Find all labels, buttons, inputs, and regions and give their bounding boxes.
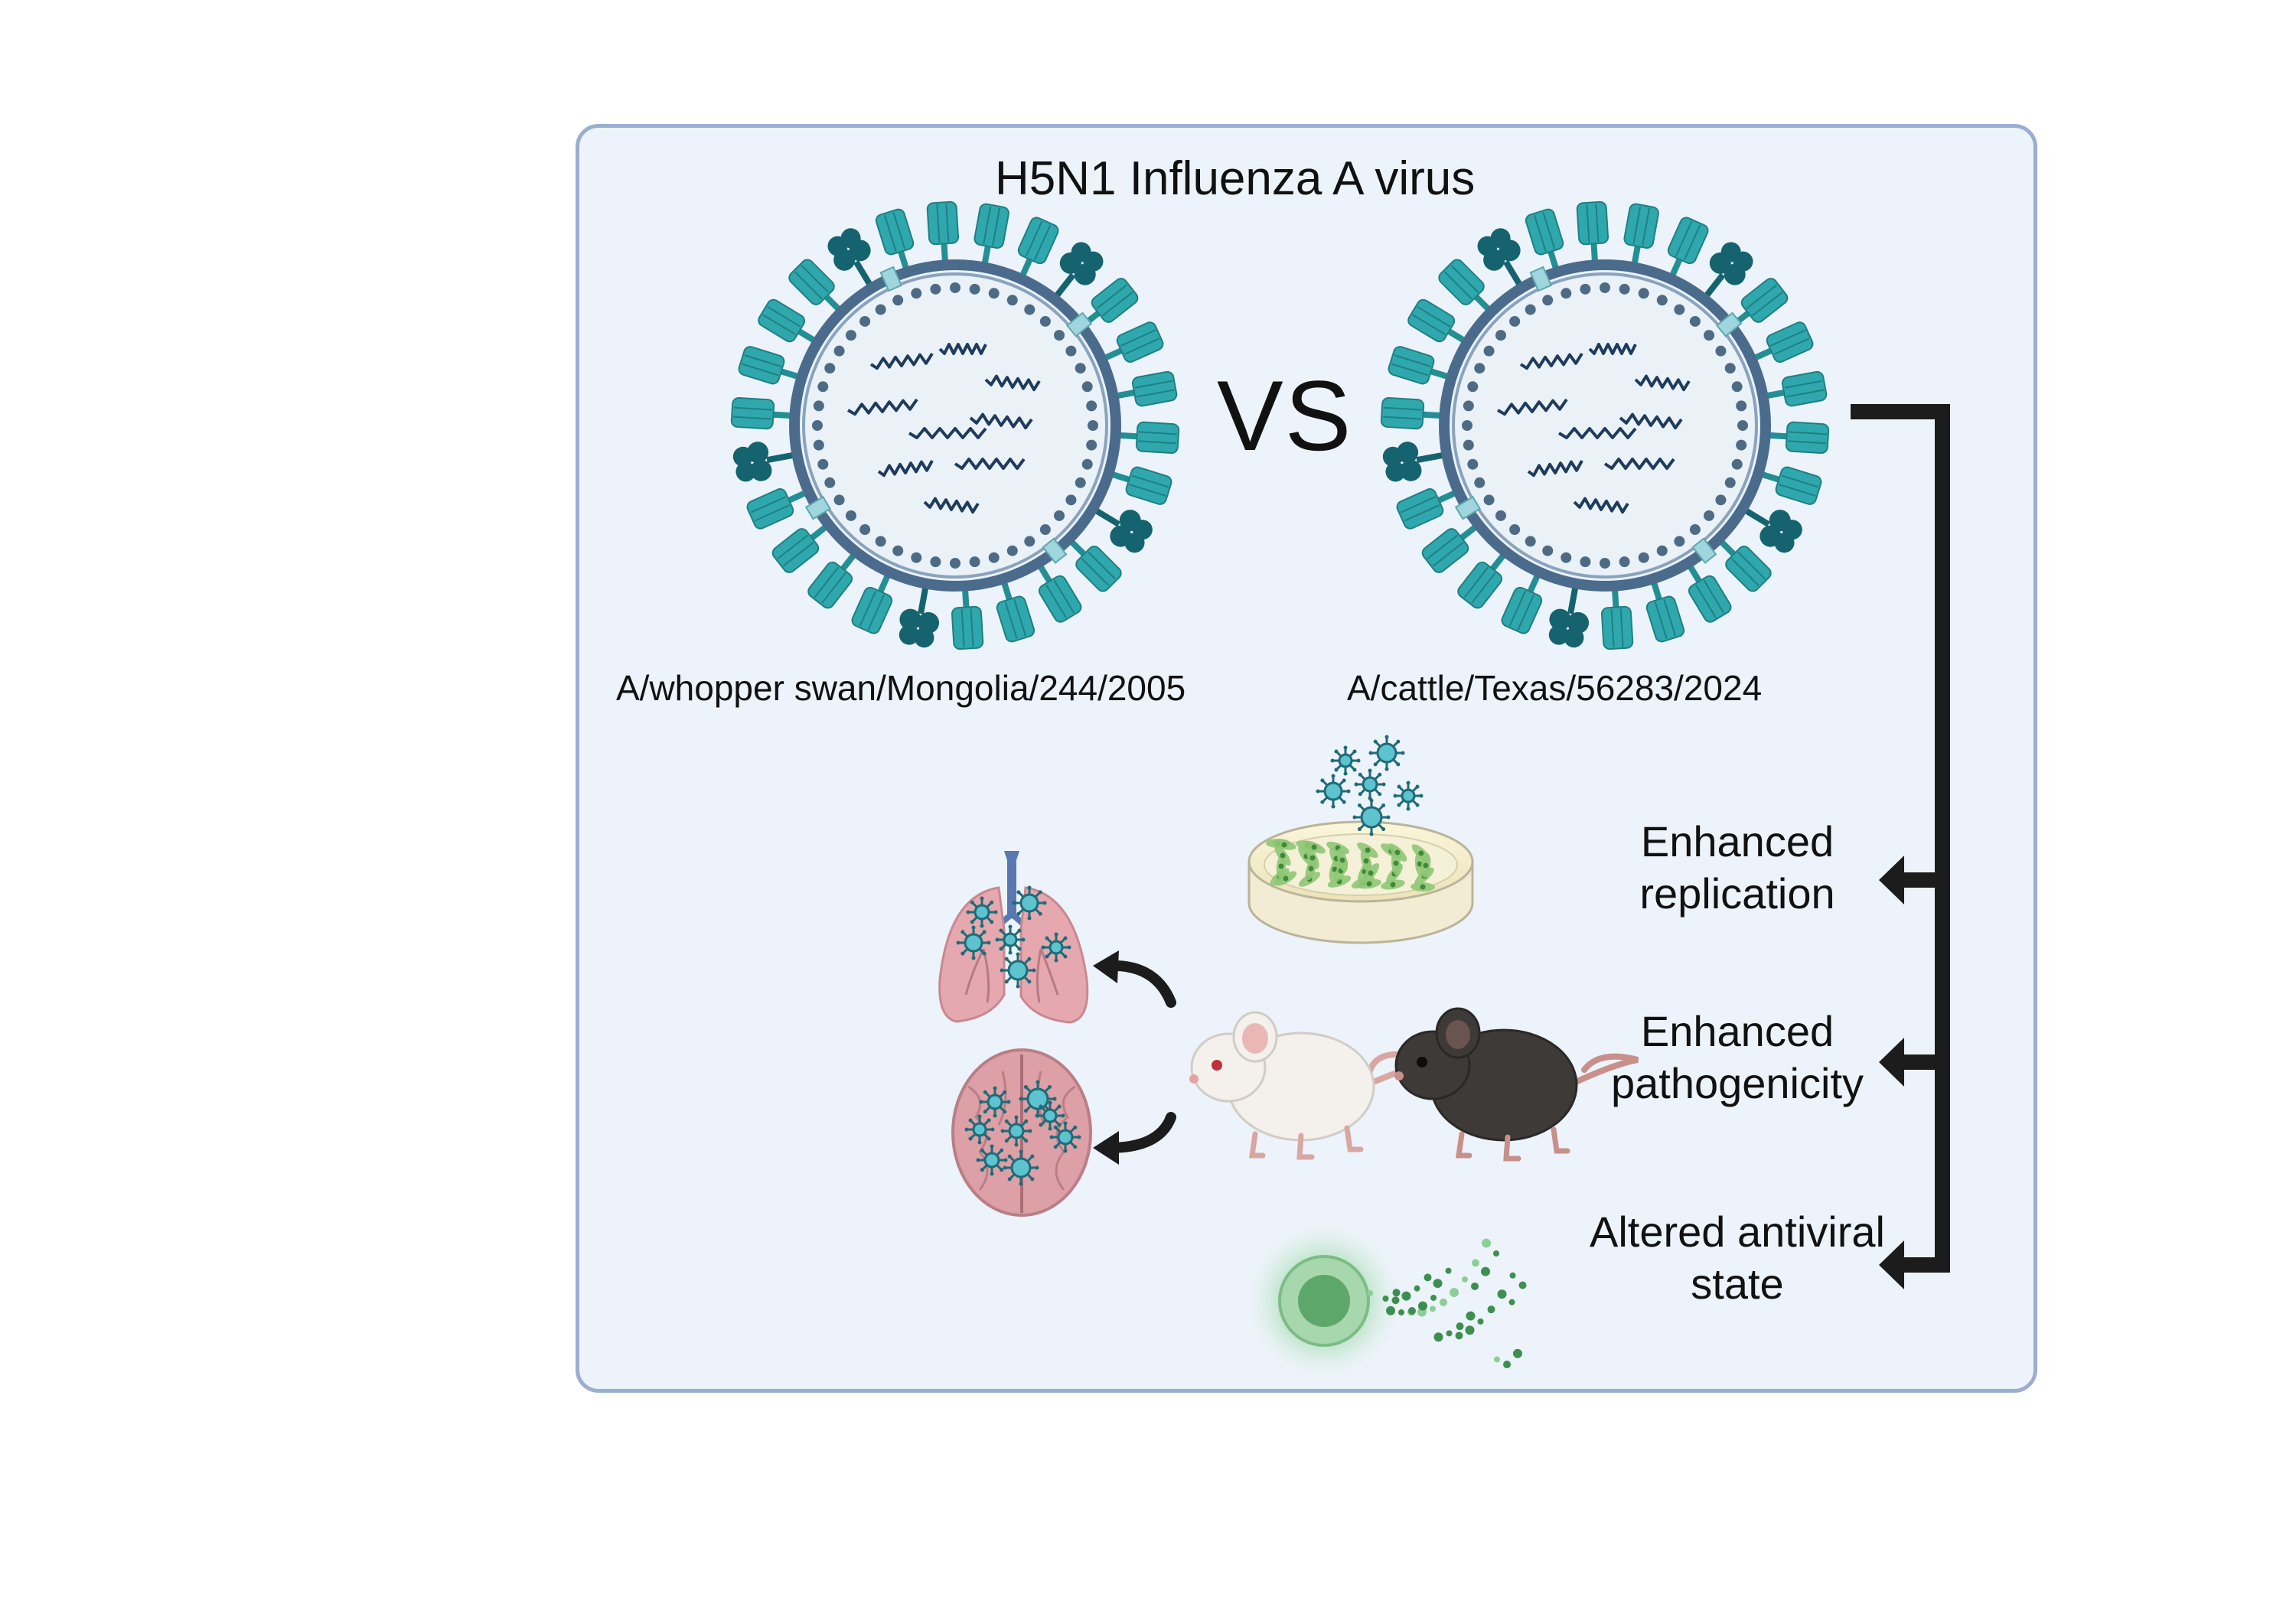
mini-virion-icon [1000,952,1036,989]
curved-arrow [1093,950,1176,1008]
mini-virion-icon [956,925,991,960]
strain-label: A/cattle/Texas/56283/2024 [1347,668,1763,708]
arrow-head [1879,856,1940,905]
mini-virion-icon [966,896,998,928]
lungs-icon [938,851,1089,1024]
mini-virion-icon [1035,1100,1065,1131]
mini-virion-icon [1049,1121,1081,1153]
strain-label: A/whopper swan/Mongolia/244/2005 [616,668,1186,708]
mini-virion-icon [1041,932,1071,963]
outcome-label: Altered antiviral state [1590,1208,1885,1308]
mini-virion-icon [1012,885,1047,921]
curved-arrow [1093,1112,1176,1165]
mini-virion-icon [1352,798,1391,836]
mini-virion-icon [1019,1080,1057,1118]
outcome-label: Enhanced replication [1639,817,1835,918]
influenza-virion-icon [1380,200,1830,650]
mini-virion-icon [995,924,1026,955]
vs-label: VS [1217,360,1353,471]
brain-icon [951,1048,1092,1217]
immune-cell-icon [1247,1224,1527,1377]
outcome-label: Enhanced pathogenicity [1610,1007,1864,1107]
mini-virion-icon [964,1114,995,1145]
mini-virion-icon [1000,1115,1032,1147]
mini-virion-icon [1003,1149,1039,1186]
figure-title: H5N1 Influenza A virus [995,152,1476,205]
mini-virion-icon [976,1144,1008,1176]
arrow-head [1879,1038,1940,1087]
black-mouse-icon [1394,1007,1639,1162]
mini-virion-icon [1330,745,1361,776]
mini-virion-icon [1368,735,1405,771]
outcome-bracket [1851,404,1950,1289]
cell-culture-dish-icon [1247,735,1474,944]
influenza-virion-icon [730,200,1180,650]
mini-virion-icon [979,1086,1011,1118]
mini-virion-icon [1354,768,1386,800]
arrow-head [1879,1240,1940,1289]
mini-virion-icon [1316,774,1351,809]
white-mouse-icon [1189,1011,1442,1160]
mini-virion-icon [1393,781,1424,811]
